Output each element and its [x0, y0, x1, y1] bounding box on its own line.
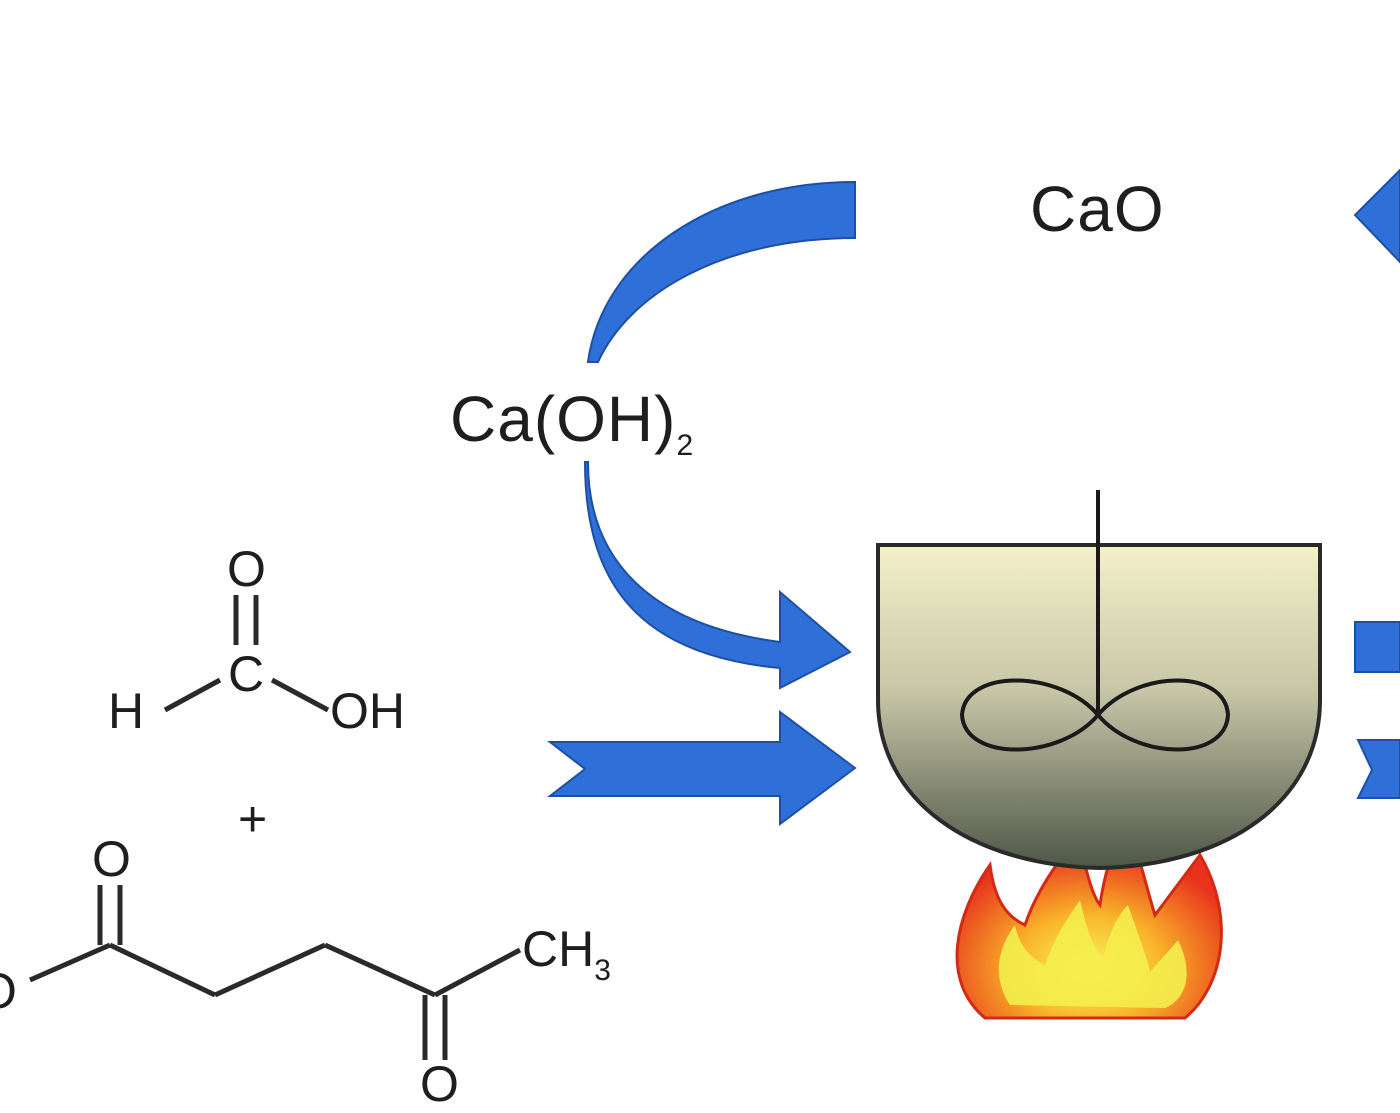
- levulinic-o-top-label: O: [92, 831, 131, 887]
- reactants-to-reactor-arrow: [547, 710, 857, 826]
- caoh2-formula: Ca(OH): [450, 383, 677, 455]
- caoh2-label: Ca(OH)2: [450, 382, 694, 463]
- formic-oh-label: OH: [330, 683, 405, 739]
- cao-label: CaO: [1030, 173, 1165, 245]
- right-arrow-middle-partial: [1354, 621, 1400, 673]
- levulinic-ch3-label: CH3: [522, 920, 611, 988]
- flame-icon: [955, 816, 1223, 1020]
- plus-sign: +: [238, 791, 268, 847]
- stirrer-impeller: [959, 678, 1231, 752]
- caoh2-subscript: 2: [676, 429, 695, 462]
- right-arrow-lower-partial: [1356, 739, 1400, 799]
- formic-h-label: H: [108, 683, 145, 739]
- right-arrow-cao-partial: [1353, 168, 1400, 264]
- formic-acid-structure: [163, 595, 330, 713]
- stirred-reactor-icon: [876, 490, 1322, 871]
- formic-o-label: O: [227, 541, 266, 597]
- levulinic-o-left-label: O: [0, 962, 17, 1020]
- levulinic-acid-structure: [28, 885, 522, 1060]
- formic-c-label: C: [228, 646, 265, 702]
- ch3-formula: CH: [522, 921, 595, 977]
- levulinic-o-bottom-label: O: [420, 1056, 459, 1112]
- ch3-subscript: 3: [594, 954, 611, 987]
- caoh2-to-reactor-arrow: [583, 461, 852, 690]
- recycle-arc-arrow: [586, 180, 856, 363]
